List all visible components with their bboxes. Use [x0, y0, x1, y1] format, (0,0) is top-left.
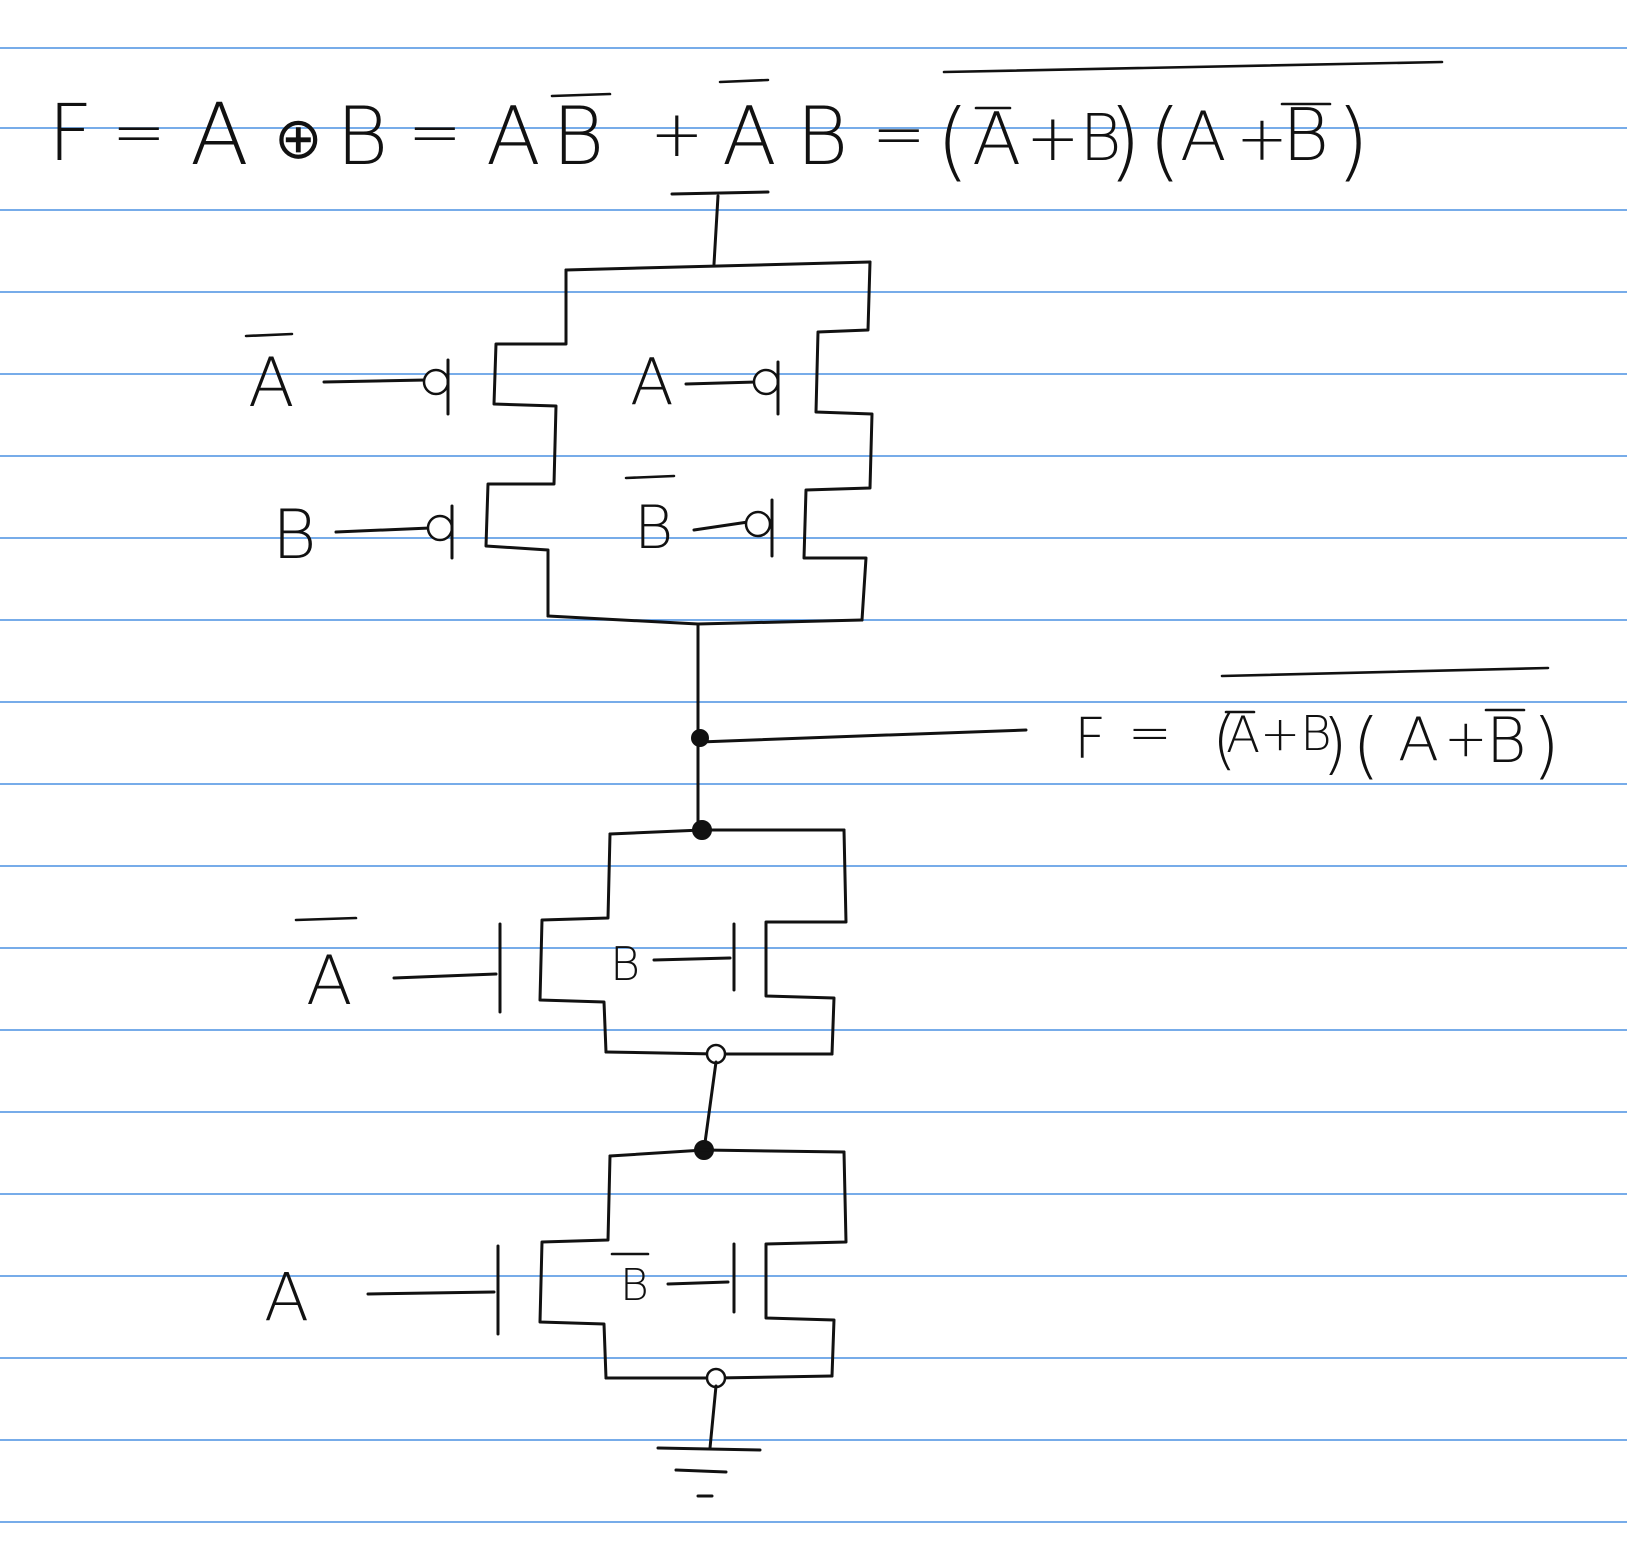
- nmos-upper-top-rail: [608, 828, 846, 836]
- pull-up-network: A A B B: [244, 190, 874, 626]
- pmos-top-rail: [564, 260, 872, 272]
- nmos-upper-bottom-node: [705, 1043, 727, 1065]
- out-equals: =: [1128, 703, 1172, 763]
- out-plus: +: [1444, 709, 1488, 769]
- pmos-a-bar-gate-wire: [322, 378, 428, 384]
- eq-b-bar-1: B: [552, 90, 604, 183]
- eq-a-1: A: [190, 85, 249, 185]
- output-node: F = ( A +B ) ( A + B ): [691, 622, 1560, 832]
- nmos-upper-left-branch: [538, 832, 612, 1054]
- nmos-b-1-label: B: [610, 937, 640, 991]
- out-paren-open-2: (: [1352, 703, 1380, 787]
- pmos-b-bar: B: [624, 474, 774, 563]
- ground-symbol: [656, 1384, 762, 1498]
- pmos-b-label: B: [272, 496, 317, 575]
- ground-bar-2: [674, 1468, 728, 1474]
- pmos-a-bar-overline: [244, 332, 294, 338]
- pmos-b-bar-bubble: [744, 510, 772, 538]
- out-paren-open-1: (: [1212, 704, 1237, 778]
- eq-paren-close-2: ): [1336, 91, 1370, 191]
- pmos-a-gate-wire: [684, 380, 758, 386]
- eq-a-2: A: [486, 90, 541, 183]
- nmos-a-bar-1-gate-wire: [392, 972, 498, 980]
- ground-bar-1: [656, 1446, 762, 1452]
- nmos-lower-bottom-node: [705, 1367, 727, 1389]
- output-junction-dot: [691, 729, 709, 747]
- pmos-a-bar-label: A: [248, 344, 295, 423]
- output-horizontal-wire: [698, 728, 1028, 744]
- pmos-a-bar: A: [244, 332, 450, 423]
- pmos-b-gate-wire: [334, 526, 432, 534]
- pmos-a-bubble: [752, 368, 780, 396]
- eq-paren-open-1: (: [936, 91, 970, 191]
- pmos-a: A: [630, 346, 780, 420]
- pmos-right-branch-wire: [802, 260, 874, 622]
- eq-plus-b: +B: [1026, 102, 1122, 176]
- nmos-b-bar-2-label: B: [620, 1260, 649, 1311]
- out-b-bar: B: [1486, 704, 1527, 777]
- out-paren-close-2: ): [1532, 703, 1560, 787]
- ground-stem: [708, 1384, 718, 1450]
- out-f: F: [1074, 707, 1106, 772]
- nmos-b-1-gate-wire: [652, 956, 732, 962]
- eq-f: F: [48, 89, 93, 179]
- nmos-a-2-label: A: [264, 1259, 309, 1336]
- out-plus-b: +B: [1260, 706, 1332, 762]
- eq-plus: +: [650, 98, 704, 172]
- eq-b-bar-1-overline: [550, 92, 612, 98]
- header-equation: F = A ⊕ B = A B + A B = ( A +B ) ( A + B…: [48, 60, 1444, 191]
- out-a-bar: A: [1226, 706, 1260, 764]
- eq-b-1: B: [336, 90, 388, 183]
- nmos-lower-top-rail: [608, 1148, 846, 1158]
- pmos-a-bar-bubble: [422, 368, 450, 396]
- eq-paren-open-2: (: [1148, 91, 1182, 191]
- eq-b-bar-2: B: [1282, 93, 1329, 177]
- pmos-b: B: [272, 496, 454, 575]
- out-paren-close-1: ): [1322, 705, 1348, 782]
- eq-equals-3: =: [872, 98, 926, 172]
- eq-paren-close-1: ): [1108, 91, 1142, 191]
- nmos-upper-right-branch: [764, 828, 848, 1056]
- pmos-a-label: A: [630, 346, 674, 420]
- nmos-a-bar-1-label: A: [306, 942, 353, 1021]
- eq-a-bar-1: A: [722, 90, 777, 183]
- vdd-stem: [712, 194, 720, 266]
- pmos-b-bar-overline: [624, 474, 676, 480]
- nmos-a-2-gate-wire: [366, 1290, 496, 1296]
- eq-plus-2: +: [1236, 102, 1288, 175]
- pmos-b-bubble: [426, 514, 454, 542]
- eq-equals-1: =: [112, 96, 166, 170]
- pmos-left-branch-wire: [484, 268, 568, 618]
- eq-b-2: B: [796, 90, 848, 183]
- eq-a-3: A: [1180, 98, 1227, 177]
- nmos-series-connector: [702, 1060, 718, 1152]
- eq-a-bar-2: A: [972, 97, 1021, 181]
- eq-xor: ⊕: [274, 104, 323, 172]
- out-nand-overline: [1220, 666, 1550, 678]
- pmos-b-bar-gate-wire: [692, 520, 750, 532]
- nmos-lower-left-branch: [538, 1154, 612, 1380]
- nmos-lower-pair: A B: [264, 1140, 848, 1389]
- nmos-b-bar-2-gate-wire: [666, 1280, 730, 1286]
- eq-equals-2: =: [408, 96, 462, 170]
- out-a: A: [1398, 705, 1439, 775]
- nmos-a-bar-1-overline: [294, 916, 358, 922]
- ruled-lines: [0, 47, 1627, 1523]
- vdd-bar: [670, 190, 770, 196]
- pmos-b-bar-label: B: [634, 493, 673, 563]
- nmos-upper-pair: A B: [294, 820, 848, 1065]
- eq-nand-overline: [942, 60, 1444, 74]
- eq-a-bar-1-overline: [718, 78, 770, 84]
- nmos-lower-right-branch: [764, 1150, 848, 1378]
